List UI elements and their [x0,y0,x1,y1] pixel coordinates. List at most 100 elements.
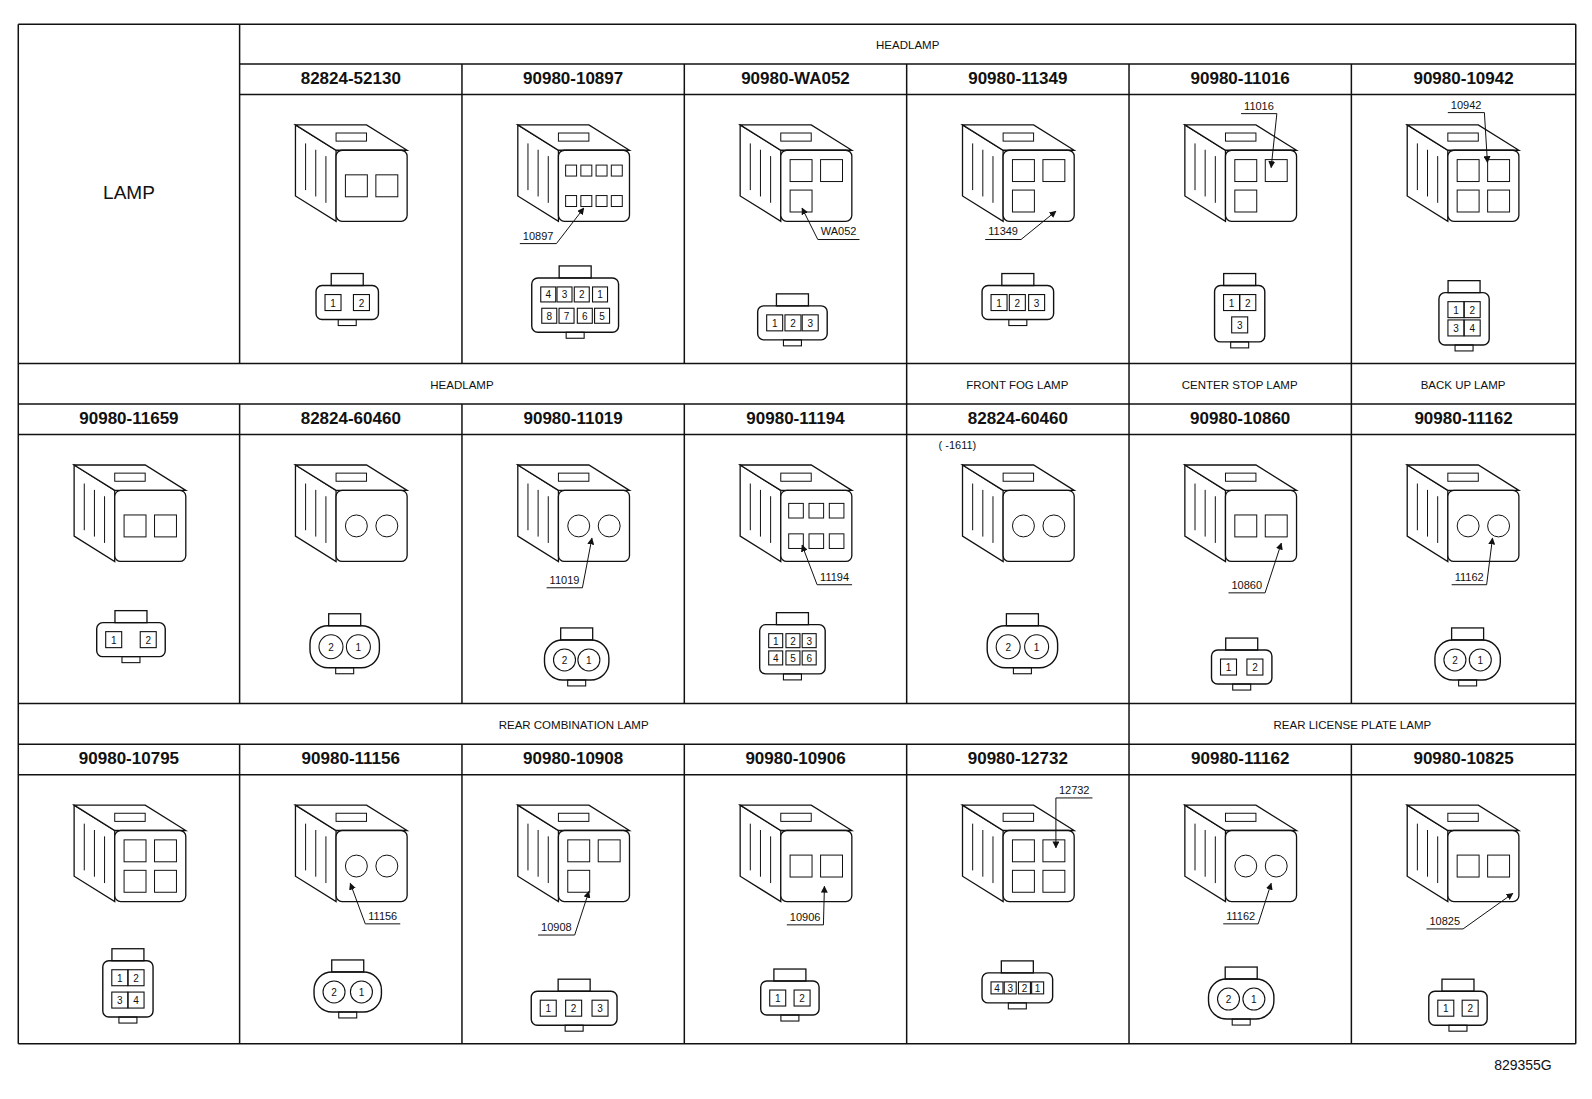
connector-drawing [1185,465,1297,690]
pin-cavity [1218,988,1240,1010]
connector-drawing [1185,114,1297,348]
connector-top [1407,125,1519,150]
callout-underline [520,243,557,244]
connector-rib [982,150,983,197]
pin-number: 1 [586,654,592,665]
pin-cavity [794,990,810,1006]
face-latch [112,949,144,961]
connector-top [1185,125,1297,150]
connector-drawing [740,125,859,346]
pin-cavity [574,287,589,302]
face-latch [558,979,590,991]
cavity [1457,160,1479,182]
pin-number: 4 [994,982,1000,993]
cavity [581,196,592,207]
pin-cavity [1448,320,1464,336]
pin-cavity [1032,982,1044,994]
cavity [566,196,577,207]
connector-rib [1215,836,1216,883]
face-latch [331,274,363,286]
connector-rib [548,496,549,543]
face-latch [774,969,806,981]
face-outline [532,278,619,332]
connector-drawing [74,465,186,663]
face-latch [1225,967,1257,979]
cavity [611,196,622,207]
cavity [155,870,177,892]
connector-rib [1195,484,1196,531]
cavity [345,855,367,877]
pin-cavity [541,287,556,302]
leader-line [1258,883,1271,924]
connector-rib [315,830,316,877]
pin-number: 2 [328,641,334,652]
pin-cavity [323,981,345,1003]
table-rule [18,434,1575,436]
connector-rib [1427,830,1428,877]
cavity [821,160,843,182]
connector-drawing [295,805,407,1018]
table-rule [906,64,908,364]
connector-top [963,125,1075,150]
table-rule [1128,64,1130,364]
connector-top [740,805,852,830]
callout-underline [818,239,860,240]
pin-cavity [1462,1000,1478,1016]
table-rule [240,94,1576,96]
pin-cavity [578,649,600,671]
connector-rib [1205,150,1206,197]
pin-cavity [802,651,816,665]
section-header: HEADLAMP [876,38,939,51]
leader-line [556,208,583,243]
table-rule [18,1043,1575,1045]
face-latch [329,614,361,626]
connector-latch [781,813,811,821]
face-outline [758,306,828,340]
pin-cavity [1247,659,1263,675]
pin-number: 4 [133,995,139,1006]
table-rule [18,24,20,1043]
face-key [1459,680,1477,686]
connector-front [1003,490,1074,561]
leader-line [1487,538,1493,585]
connector-latch [558,133,588,141]
cavity [1043,840,1065,862]
cavity [155,515,177,537]
connector-rib [760,490,761,537]
pin-cavity [1224,295,1240,311]
pin-cavity [1240,295,1256,311]
connector-top [1407,465,1519,490]
cavity [1265,160,1287,182]
cavity [1012,190,1034,212]
pin-cavity [802,634,816,648]
table-rule [18,363,1575,365]
connector-rib [760,150,761,197]
section-header: CENTER STOP LAMP [1182,378,1298,391]
connector-rib [548,836,549,883]
cavity [1235,515,1257,537]
connector-rib [315,490,316,537]
face-key [338,320,356,326]
pin-cavity [1464,320,1480,336]
leader-line [1271,114,1277,168]
cavity [568,870,590,892]
connector-rib [325,836,326,883]
connector-front [781,831,852,902]
note-text: ( -1611) [939,439,977,451]
pin-number: 1 [1035,982,1041,993]
pin-number: 1 [1251,994,1257,1005]
pin-cavity [1438,1000,1454,1016]
cavity [376,855,398,877]
pin-cavity [559,308,574,323]
connector-rib [548,156,549,203]
pin-number: 2 [1015,297,1021,308]
face-latch [1224,274,1256,286]
connector-rib [527,484,528,531]
pin-number: 2 [579,289,585,300]
table-rule [239,744,241,1044]
cavity [1235,160,1257,182]
connector-latch [1225,133,1255,141]
connector-rib [972,824,973,871]
part-number: 82824-60460 [301,410,401,429]
